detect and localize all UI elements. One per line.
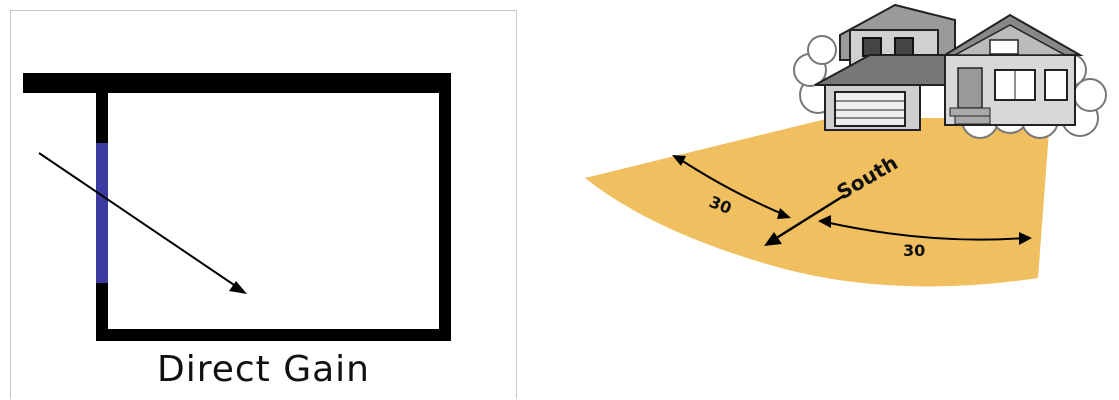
garage-door	[835, 92, 905, 126]
room-right-wall	[439, 91, 451, 341]
diagram-caption: Direct Gain	[11, 349, 516, 390]
house-orientation-panel: South 30 30	[560, 0, 1119, 399]
angle-label-right: 30	[903, 241, 925, 260]
room-floor	[96, 329, 451, 341]
sun-ray-arrow	[39, 153, 243, 291]
south-window	[96, 143, 108, 283]
house-orientation-diagram: South 30 30	[560, 0, 1119, 399]
roof-overhang	[23, 73, 451, 93]
direct-gain-diagram	[11, 11, 518, 400]
direct-gain-panel: Direct Gain	[10, 10, 517, 399]
house-illustration	[815, 5, 1080, 130]
south-ground-arc	[585, 118, 1050, 286]
